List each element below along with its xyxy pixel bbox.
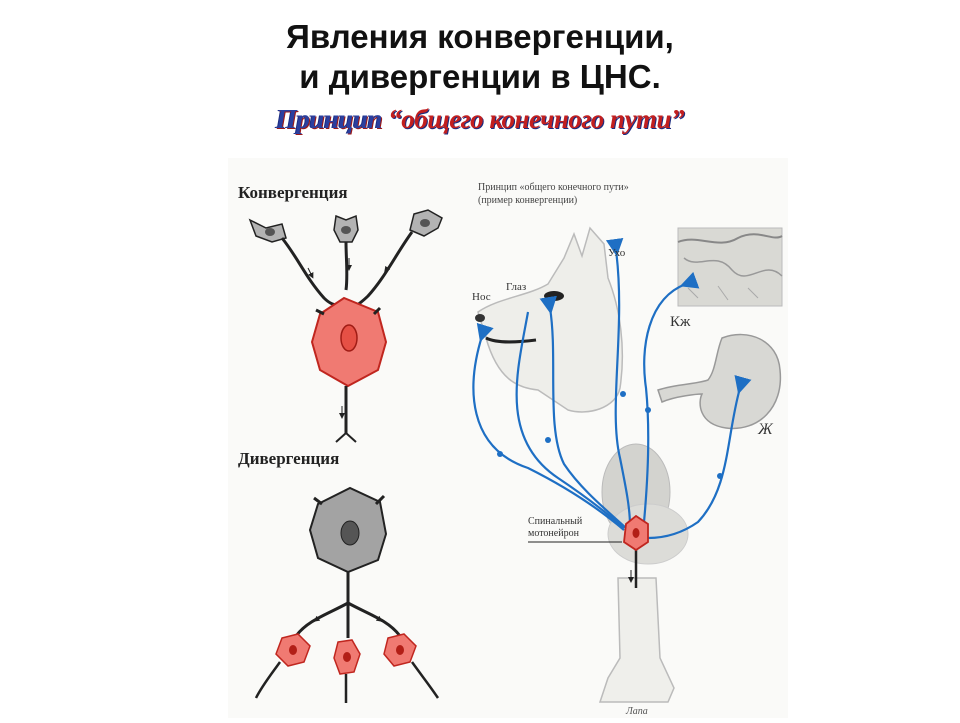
afferent-pathways: [472, 237, 752, 540]
label-eye: Глаз: [506, 281, 526, 293]
convergence-label: Конвергенция: [238, 183, 348, 202]
pathway-skin: [642, 271, 700, 523]
pathway-eye-2: [515, 311, 625, 529]
label-paw: Лапа: [625, 706, 648, 717]
right-panel-header-line1: Принцип «общего конечного пути»: [478, 182, 629, 193]
subtitle: Принцип “общего конечного пути”: [0, 104, 960, 135]
label-motoneuron-line2: мотонейрон: [528, 528, 580, 539]
output-neuron-left: [254, 633, 311, 699]
divergence-diagram: Дивергенция: [238, 449, 440, 703]
dog-leg-drawing: [598, 550, 675, 703]
spinal-motoneuron: [623, 514, 649, 552]
skin-section-image: [677, 227, 783, 307]
subtitle-prefix: Принцип: [275, 104, 383, 134]
dog-head-drawing: [475, 226, 624, 413]
pathway-eye: [539, 295, 627, 529]
pathway-dots: [497, 391, 723, 479]
right-panel-header-line2: (пример конвергенции): [478, 195, 577, 206]
spinal-cord-section: [601, 443, 689, 565]
diagram-figure: Конвергенция: [228, 158, 788, 718]
input-neuron-left: [248, 218, 346, 310]
label-motoneuron-line1: Спинальный: [528, 516, 583, 527]
convergence-diagram: Конвергенция: [238, 183, 443, 443]
label-ear: Ухо: [608, 247, 626, 259]
label-nose: Нос: [472, 291, 491, 303]
input-neuron-right: [352, 209, 443, 310]
title-line-1: Явления конвергенции,: [286, 18, 674, 55]
output-neuron-right: [383, 633, 440, 699]
final-common-path-diagram: Принцип «общего конечного пути» (пример …: [472, 182, 783, 717]
diagram-svg: Конвергенция: [238, 182, 783, 717]
divergence-label: Дивергенция: [238, 449, 339, 468]
label-stomach: Ж: [757, 421, 774, 438]
output-neuron-center: [333, 639, 361, 703]
convergence-target-neuron: [310, 296, 388, 443]
pathway-ear: [605, 237, 632, 527]
stomach-drawing: [657, 333, 782, 430]
subtitle-quoted: “общего конечного пути”: [388, 104, 685, 134]
title-line-2: и дивергенции в ЦНС.: [299, 58, 661, 95]
divergence-source-neuron: [294, 486, 402, 638]
input-neuron-center: [333, 214, 359, 291]
label-skin: Кж: [670, 314, 691, 330]
pathway-stomach: [647, 375, 752, 540]
pathway-nose: [472, 322, 625, 531]
